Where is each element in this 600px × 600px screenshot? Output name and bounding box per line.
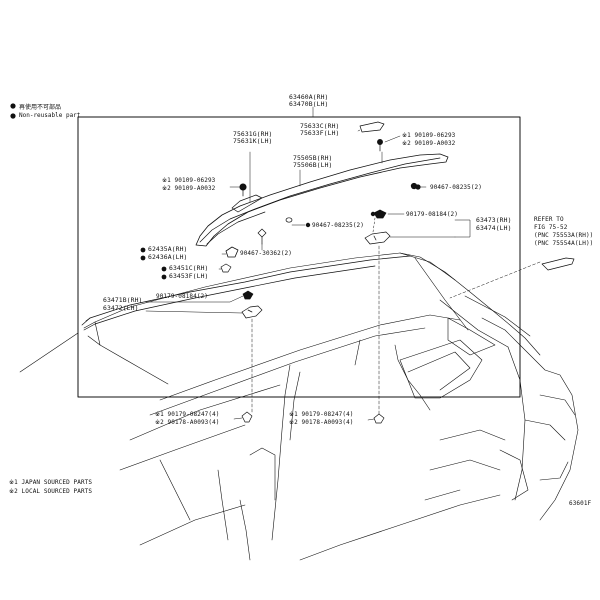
label-bolt-rear-1: ※1 90179-08247(4)	[289, 411, 354, 418]
label-plug-lh: 62436A(LH)	[148, 253, 188, 261]
roof-rail-assembly	[81, 121, 449, 331]
label-screw-top-2: ※2 90109-A0032	[402, 140, 456, 147]
leader-lines	[145, 106, 541, 421]
label-spacer-rh: 63451C(RH)	[169, 264, 209, 272]
label-refer-2: FIG 75-52	[534, 224, 568, 231]
label-cover-rear-lh: 75633F(LH)	[300, 129, 340, 137]
note-japan-sourced: ※1 JAPAN SOURCED PARTS	[9, 479, 93, 486]
label-bolt-front-2: ※2 90178-A0093(4)	[155, 419, 220, 426]
label-cover-front-rh: 75631G(RH)	[233, 130, 273, 138]
label-clip-rail: 90179-08184(2)	[156, 293, 208, 300]
label-bracket-lh: 63474(LH)	[476, 224, 512, 232]
label-refer-4: (PNC 75554A(LH))	[534, 240, 594, 247]
label-nut-rear: 90467-08235(2)	[430, 184, 482, 191]
label-bracket-rh: 63473(RH)	[476, 216, 512, 224]
note-local-sourced: ※2 LOCAL SOURCED PARTS	[9, 488, 93, 495]
label-plug-rh: 62435A(RH)	[148, 245, 188, 253]
label-refer-1: REFER TO	[534, 216, 564, 223]
label-rack-main-rh: 63460A(RH)	[289, 93, 329, 101]
hardware-parts	[220, 139, 575, 424]
label-bolt-front-1: ※1 90179-08247(4)	[155, 411, 220, 418]
label-cover-front-lh: 75631K(LH)	[233, 137, 273, 145]
label-rack-main-lh: 63470B(LH)	[289, 100, 329, 108]
label-bolt-rear-2: ※2 90178-A0093(4)	[289, 419, 354, 426]
label-clip-side: 90179-08184(2)	[406, 211, 458, 218]
label-screw-left-1: ※1 90109-06293	[162, 177, 216, 184]
label-moulding-rh: 75505B(RH)	[293, 154, 333, 162]
figure-code: 63601F	[569, 500, 592, 507]
vehicle-body-outline	[19, 252, 579, 561]
label-screw-top-1: ※1 90109-06293	[402, 132, 456, 139]
detail-frame	[77, 116, 521, 398]
legend-nonreusable-jp: 再使用不可部品	[19, 104, 62, 111]
label-grommet: 90467-30362(2)	[240, 250, 292, 257]
legend-nonreusable-en: Non-reusable part	[19, 112, 81, 119]
label-cover-rear-rh: 75633C(RH)	[300, 122, 340, 130]
label-screw-left-2: ※2 90109-A0032	[162, 185, 216, 192]
label-rail-lh: 63472(LH)	[103, 304, 139, 312]
label-spacer-lh: 63453F(LH)	[169, 272, 209, 280]
label-refer-3: (PNC 75553A(RH))	[534, 232, 594, 239]
label-moulding-lh: 75506B(LH)	[293, 161, 333, 169]
label-rail-rh: 63471B(RH)	[103, 296, 143, 304]
label-clip-mid: 90467-08235(2)	[312, 222, 364, 229]
